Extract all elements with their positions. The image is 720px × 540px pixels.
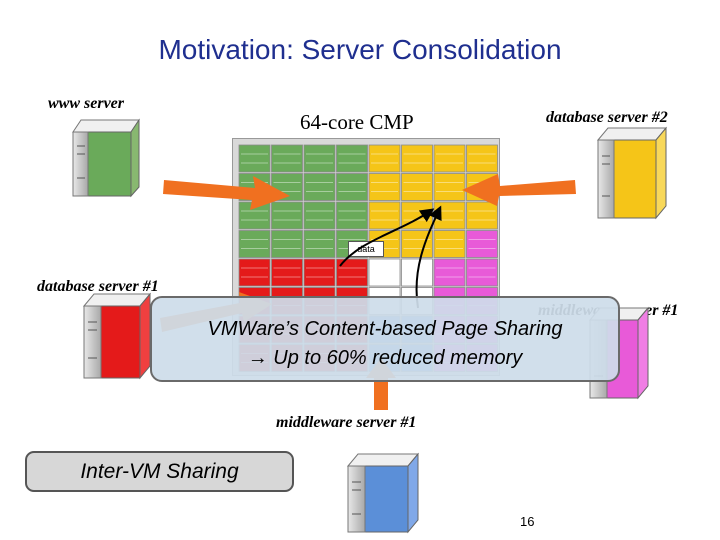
curve-arrow-left <box>339 208 435 267</box>
core-cell <box>238 230 271 258</box>
cmp-label: 64-core CMP <box>300 110 414 134</box>
database-server-2-label: database server #2 <box>546 109 668 126</box>
core-cell <box>433 258 466 287</box>
callout-line-2-text: Up to 60% reduced memory <box>273 347 523 369</box>
core-cell <box>368 201 401 230</box>
middleware-server-bottom-icon <box>346 452 420 534</box>
core-cell <box>303 258 336 287</box>
core-cell <box>336 173 368 201</box>
core-cell <box>466 144 498 173</box>
arrow-www-icon <box>163 176 290 210</box>
database-server-1-label: database server #1 <box>37 278 159 295</box>
core-cell <box>336 201 368 230</box>
middleware-server-bottom-label: middleware server #1 <box>276 414 417 431</box>
core-cell <box>433 144 466 173</box>
core-cell <box>466 258 498 287</box>
inter-vm-sharing-box: Inter-VM Sharing <box>25 451 294 492</box>
callout-line-1: VMWare’s Content-based Page Sharing <box>207 318 563 340</box>
core-cell <box>336 144 368 173</box>
arrow-db2-icon <box>462 174 576 206</box>
right-arrow-icon: → <box>247 347 268 369</box>
database-server-1-icon <box>82 292 152 380</box>
core-cell <box>466 230 498 258</box>
core-cell <box>368 173 401 201</box>
page-number: 16 <box>520 514 535 529</box>
core-cell <box>238 258 271 287</box>
core-cell <box>368 144 401 173</box>
www-server-icon <box>72 118 140 198</box>
core-cell <box>433 230 466 258</box>
core-cell <box>401 144 433 173</box>
curve-arrow-right <box>415 205 442 309</box>
www-server-label: www server <box>48 95 124 112</box>
data-box: data <box>348 241 384 257</box>
core-cell <box>271 258 303 287</box>
callout-line-2: → Up to 60% reduced memory <box>152 344 618 373</box>
core-cell <box>368 258 401 287</box>
core-cell <box>303 173 336 201</box>
page-sharing-callout: VMWare’s Content-based Page Sharing → Up… <box>150 296 620 382</box>
database-server-2-icon <box>596 126 668 220</box>
core-cell <box>271 230 303 258</box>
core-cell <box>271 201 303 230</box>
core-cell <box>433 173 466 201</box>
core-cell <box>303 201 336 230</box>
core-cell <box>238 144 271 173</box>
core-cell <box>401 173 433 201</box>
core-cell <box>466 201 498 230</box>
slide-title: Motivation: Server Consolidation <box>158 34 562 65</box>
core-cell <box>271 144 303 173</box>
core-cell <box>303 230 336 258</box>
core-cell <box>303 144 336 173</box>
